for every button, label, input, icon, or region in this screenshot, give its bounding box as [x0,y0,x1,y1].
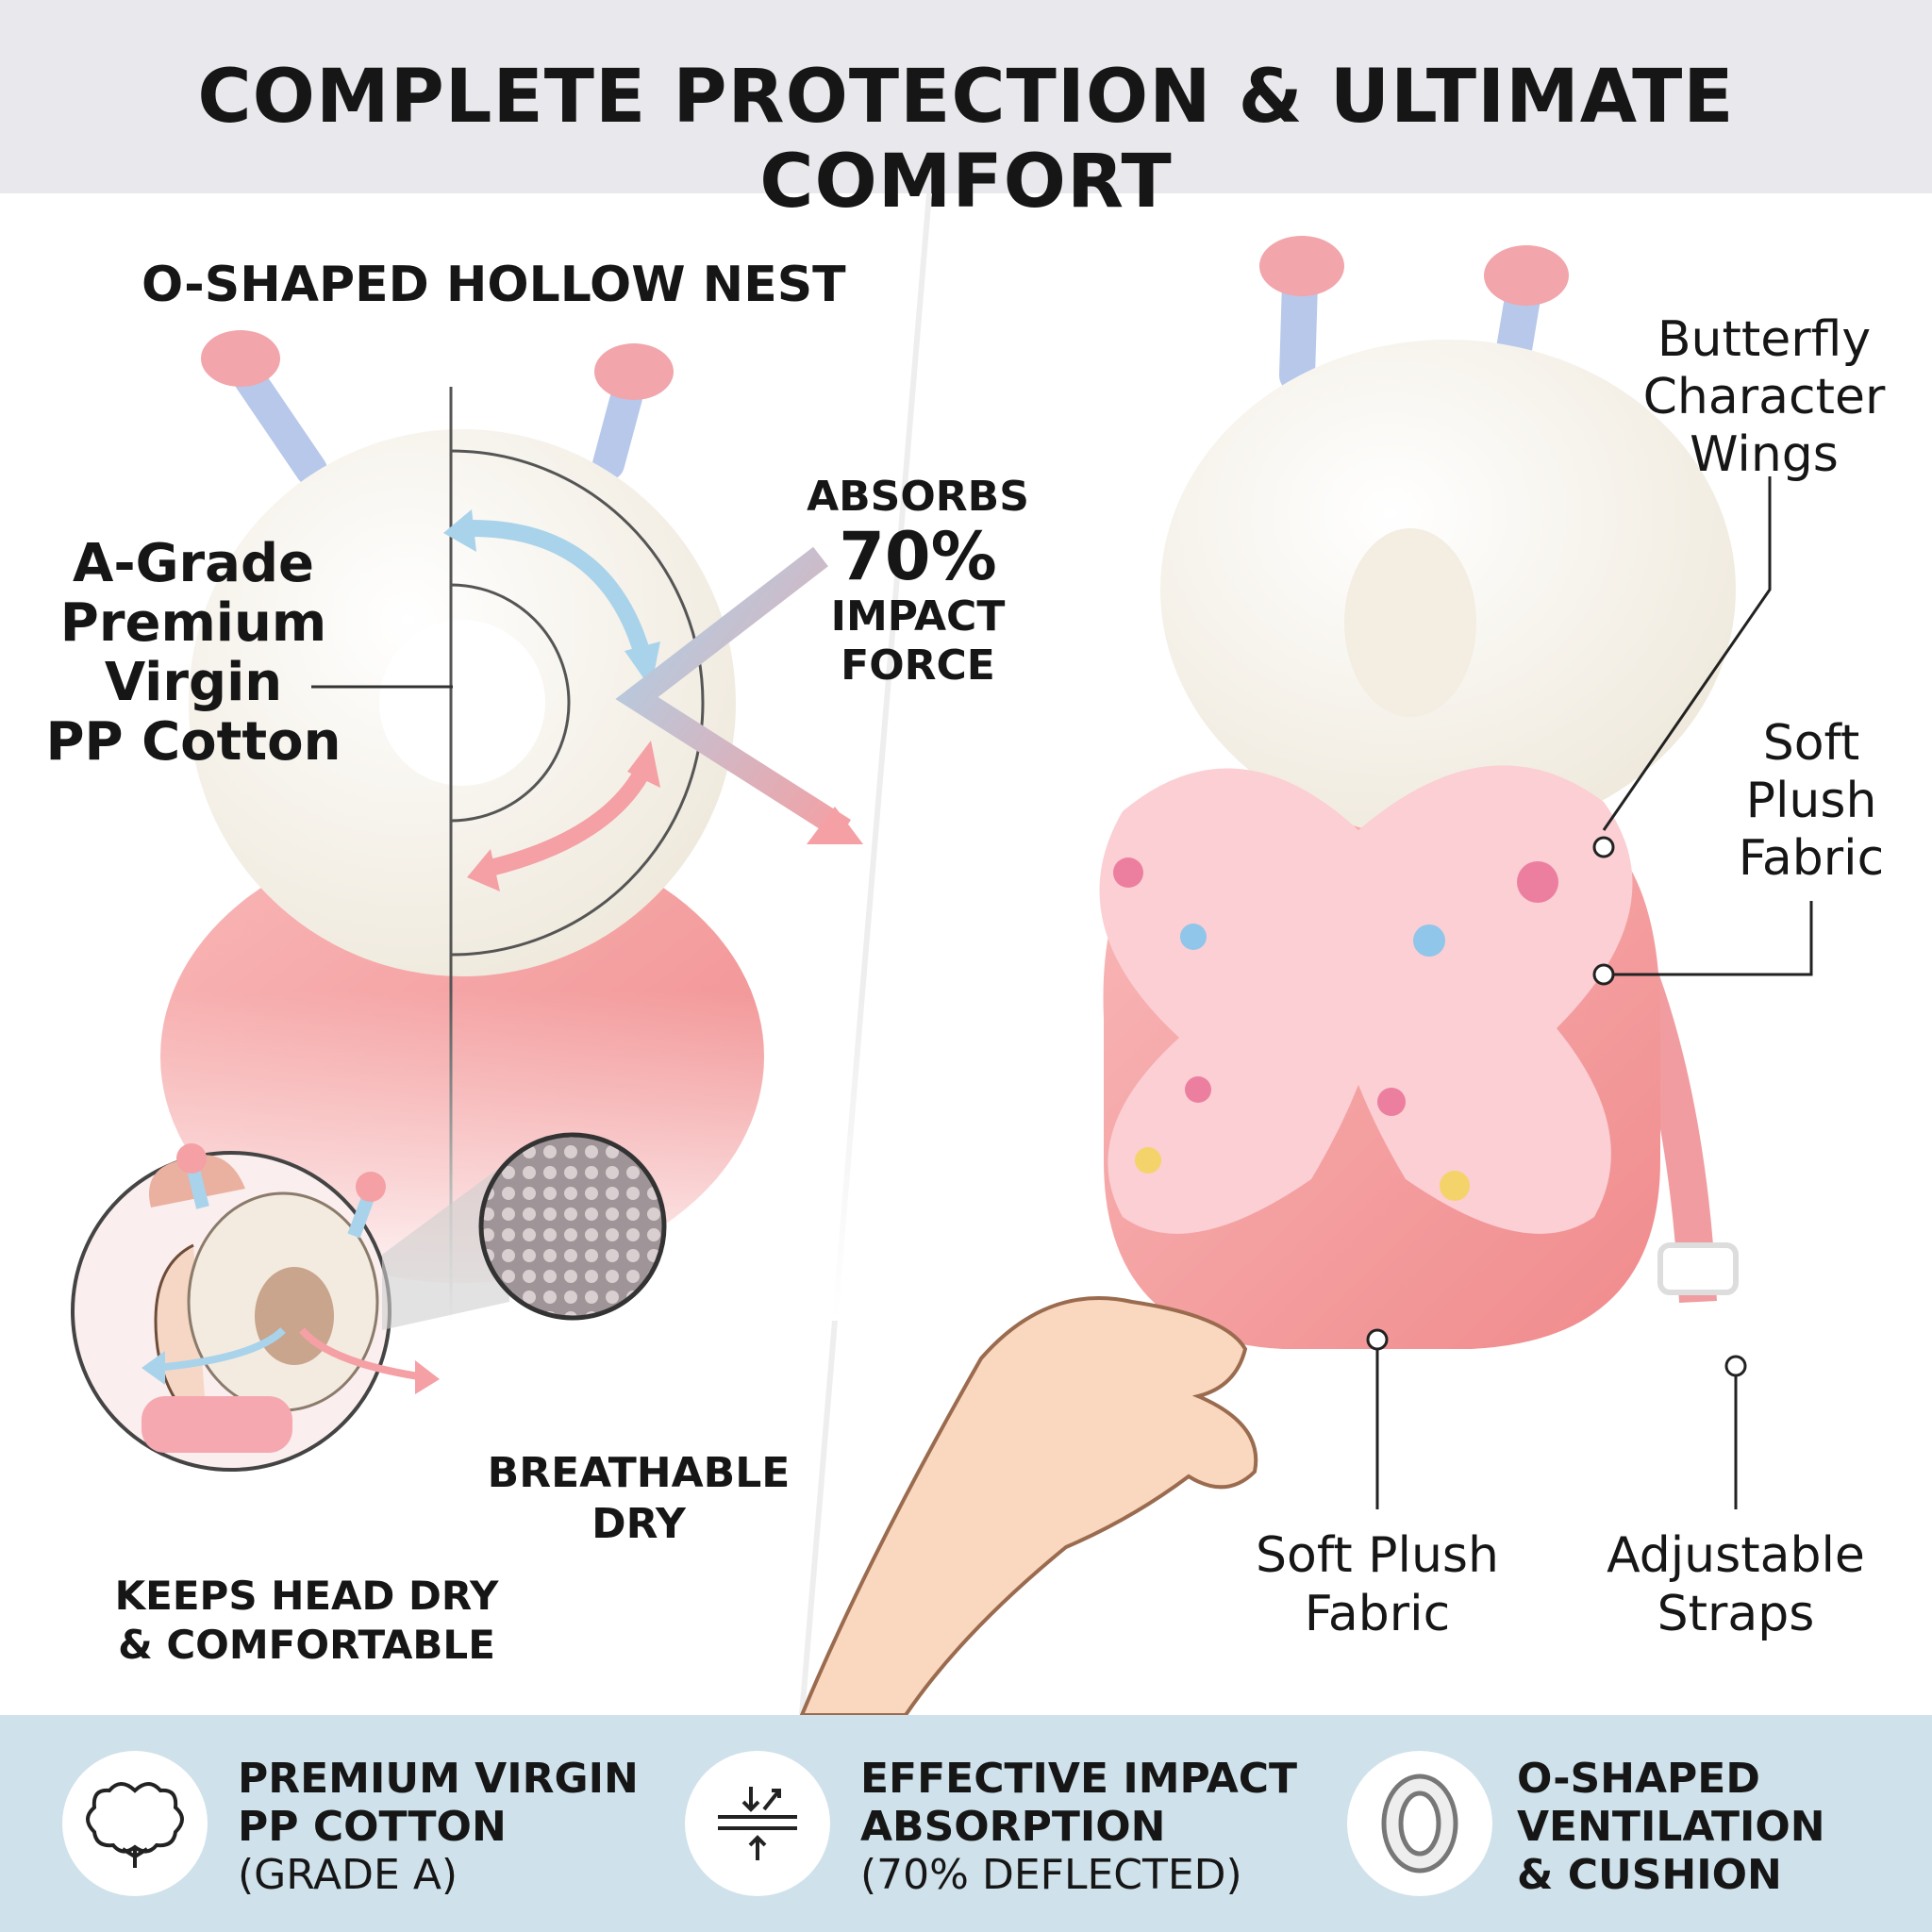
panel-divider [799,193,932,1715]
features-bar: PREMIUM VIRGIN PP COTTON (GRADE A) EFFEC… [0,1715,1932,1932]
callout-dots [1366,836,1747,1377]
absorbs-callout: ABSORBS 70% IMPACT FORCE [807,473,1029,691]
o-shape-icon [1347,1751,1492,1896]
feature-impact: EFFECTIVE IMPACT ABSORPTION (70% DEFLECT… [860,1755,1298,1899]
feature-ventilation: O-SHAPED VENTILATION & CUSHION [1517,1755,1825,1899]
material-label: A-Grade Premium Virgin PP Cotton [45,533,341,773]
callout-fabric-upper: Soft Plush Fabric [1738,715,1885,887]
page-title: COMPLETE PROTECTION & ULTIMATE COMFORT [197,55,1735,225]
feature-cotton: PREMIUM VIRGIN PP COTTON (GRADE A) [238,1755,639,1899]
callout-lines [1375,476,1813,1509]
header-banner: COMPLETE PROTECTION & ULTIMATE COMFORT [0,0,1932,225]
breathable-label: BREATHABLE DRY [487,1449,791,1548]
hollow-nest-heading: O-SHAPED HOLLOW NEST [142,257,846,313]
head-breathing-diagram [71,1132,667,1472]
callout-straps: Adjustable Straps [1607,1527,1865,1642]
callout-wings: Butterfly Character Wings [1642,311,1886,483]
callout-fabric-lower: Soft Plush Fabric [1256,1527,1499,1642]
right-pillow [1099,236,1739,1349]
product-illustration [71,193,1813,1715]
impact-absorption-icon [685,1751,830,1896]
cotton-flower-icon [62,1751,208,1896]
hand-illustration [799,1296,1258,1715]
keeps-dry-label: KEEPS HEAD DRY & COMFORTABLE [114,1573,499,1668]
